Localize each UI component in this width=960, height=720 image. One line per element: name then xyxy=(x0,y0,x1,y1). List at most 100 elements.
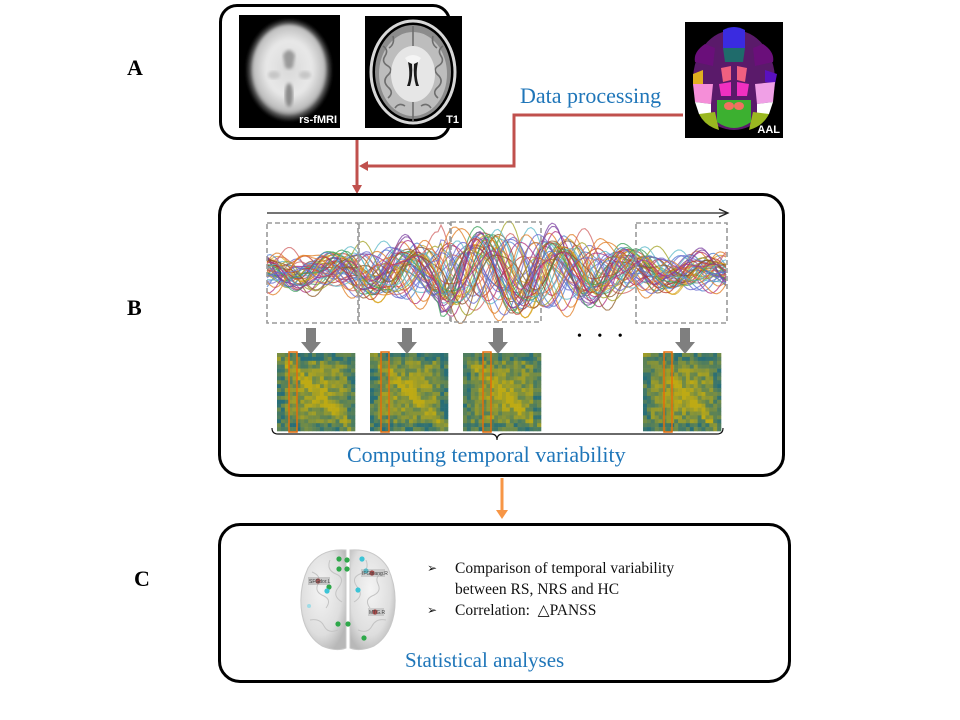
matrix-cell xyxy=(319,360,325,365)
matrix-cell xyxy=(335,419,340,424)
matrix-cell xyxy=(682,376,687,381)
matrix-cell xyxy=(280,353,286,358)
matrix-cell xyxy=(693,419,698,424)
matrix-cell xyxy=(513,353,518,358)
matrix-cell xyxy=(409,419,414,424)
matrix-cell xyxy=(529,364,534,369)
bold-signal-trace xyxy=(266,233,727,301)
matrix-cell xyxy=(292,407,297,412)
matrix-cell xyxy=(486,427,491,432)
matrix-cell xyxy=(466,364,472,369)
matrix-cell xyxy=(685,364,691,369)
matrix-cell xyxy=(666,356,671,362)
t1-tag: T1 xyxy=(446,114,459,126)
matrix-cell xyxy=(502,384,507,389)
matrix-cell xyxy=(513,376,518,381)
matrix-cell xyxy=(709,368,714,373)
matrix-cell xyxy=(689,364,694,369)
matrix-cell xyxy=(529,411,534,416)
matrix-cell xyxy=(494,384,499,389)
matrix-cell xyxy=(432,353,437,358)
matrix-cell xyxy=(482,376,487,381)
matrix-cell xyxy=(339,384,344,389)
matrix-cell xyxy=(316,368,321,373)
matrix-cell xyxy=(537,399,542,404)
matrix-cell xyxy=(284,356,289,362)
matrix-cell xyxy=(323,427,328,432)
matrix-cell xyxy=(284,372,289,377)
matrix-cell xyxy=(308,419,313,424)
matrix-cell xyxy=(650,364,655,369)
matrix-cell xyxy=(277,415,282,420)
matrix-cell xyxy=(424,376,429,381)
matrix-cell xyxy=(529,380,534,385)
brain-node xyxy=(336,556,342,562)
matrix-cell xyxy=(373,411,379,416)
brain-nodes xyxy=(307,556,378,641)
matrix-cell xyxy=(393,360,398,365)
matrix-cell xyxy=(654,356,659,362)
matrix-cell xyxy=(377,372,382,377)
matrix-cell xyxy=(533,427,538,432)
matrix-cell xyxy=(517,415,522,420)
matrix-cell xyxy=(339,388,344,393)
matrix-cell xyxy=(405,376,410,381)
matrix-cell xyxy=(682,368,687,373)
matrix-cell xyxy=(674,407,679,412)
matrix-cell xyxy=(405,392,410,397)
matrix-cell xyxy=(405,384,410,389)
matrix-cell xyxy=(709,353,714,358)
more-windows-ellipsis: • • • xyxy=(577,329,629,344)
matrix-cell xyxy=(513,403,518,408)
matrix-cell xyxy=(521,407,526,412)
panel-label-b: B xyxy=(127,295,142,320)
matrix-cell xyxy=(482,427,487,432)
matrix-cell xyxy=(713,427,718,432)
matrix-cell xyxy=(466,415,472,420)
time-axis-arrowhead xyxy=(718,208,730,218)
matrix-cell xyxy=(463,376,468,381)
matrix-cell xyxy=(444,384,449,389)
matrix-cell xyxy=(377,399,382,404)
matrix-cell xyxy=(463,395,468,401)
matrix-cell xyxy=(643,407,648,412)
matrix-cell xyxy=(277,392,282,397)
matrix-cell xyxy=(502,419,507,424)
matrix-cell xyxy=(436,364,441,369)
matrix-cell xyxy=(335,368,340,373)
matrix-cell xyxy=(409,411,414,416)
matrix-cell xyxy=(713,372,718,377)
matrix-cell xyxy=(685,411,691,416)
matrix-cell xyxy=(689,360,694,365)
matrix-cell xyxy=(682,360,687,365)
matrix-cell xyxy=(416,353,421,358)
matrix-cell xyxy=(713,392,718,397)
matrix-cell xyxy=(517,353,522,358)
matrix-cell xyxy=(713,364,718,369)
matrix-cell xyxy=(682,353,687,358)
matrix-cell xyxy=(529,368,534,373)
matrix-cell xyxy=(463,423,468,428)
matrix-cell xyxy=(537,376,542,381)
matrix-cell xyxy=(436,368,441,373)
matrix-cell xyxy=(401,423,406,428)
matrix-cell xyxy=(385,407,390,412)
matrix-cell xyxy=(509,356,514,362)
matrix-cell xyxy=(428,399,433,404)
matrix-cell xyxy=(658,360,663,365)
matrix-cell xyxy=(513,356,518,362)
matrix-cell xyxy=(521,380,526,385)
matrix-cell xyxy=(440,360,445,365)
matrix-cell xyxy=(713,395,718,401)
matrix-cell xyxy=(300,368,305,373)
matrix-cell xyxy=(300,384,305,389)
matrix-cell xyxy=(666,411,671,416)
matrix-cell xyxy=(701,403,706,408)
matrix-cell xyxy=(658,364,663,369)
matrix-cell xyxy=(373,360,379,365)
matrix-cell xyxy=(440,407,445,412)
matrix-cell xyxy=(525,411,530,416)
matrix-cell xyxy=(377,411,382,416)
brain-node xyxy=(345,621,351,627)
matrix-cell xyxy=(351,411,356,416)
